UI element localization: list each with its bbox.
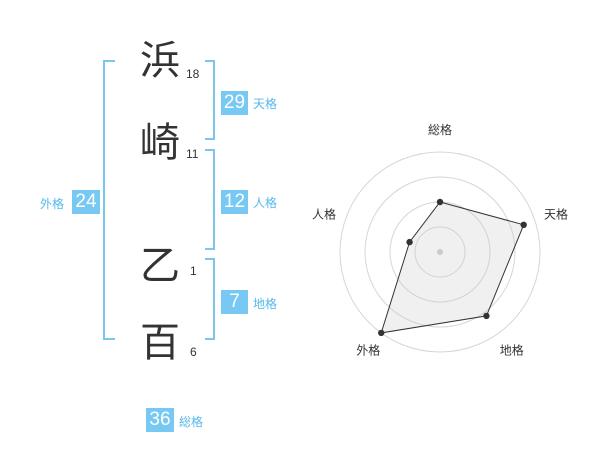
radar-axis-label: 外格: [356, 343, 380, 358]
gaikaku-bracket: [103, 60, 115, 340]
radar-center-dot: [437, 249, 443, 255]
tenkaku-label: 天格: [253, 97, 278, 111]
tenkaku-value: 29: [221, 91, 248, 115]
radar-point-3: [483, 312, 490, 320]
radar-axis-label: 総格: [428, 122, 452, 137]
chikaku-bracket: [205, 258, 215, 340]
radar-grid-ring: [414, 226, 466, 278]
gaikaku-label: 外格: [40, 197, 65, 211]
radar-axis-label: 地格: [500, 343, 524, 358]
soukaku-value: 36: [146, 408, 174, 432]
soukaku-label: 総格: [179, 415, 204, 429]
radar-grid-ring: [364, 176, 516, 328]
chikaku-label: 地格: [253, 297, 278, 311]
name-char-4: 百: [140, 320, 180, 366]
radar-axis-label: 天格: [544, 206, 568, 221]
radar-point-5: [406, 238, 413, 246]
stroke-count-4: 6: [190, 345, 197, 359]
chikaku-value: 7: [221, 290, 248, 314]
name-char-2: 崎: [140, 120, 180, 166]
radar-axis-label: 人格: [312, 206, 336, 221]
radar-point-2: [520, 221, 527, 229]
radar-data-polygon: [380, 201, 525, 334]
stroke-count-2: 11: [186, 147, 199, 161]
radar-grid-ring: [339, 151, 541, 353]
tenkaku-bracket: [205, 60, 215, 140]
stroke-count-1: 18: [186, 67, 200, 81]
jinkaku-label: 人格: [253, 196, 278, 210]
jinkaku-value: 12: [221, 190, 248, 214]
name-char-1: 浜: [140, 38, 180, 84]
radar-point-1: [436, 198, 444, 206]
gaikaku-value: 24: [72, 190, 100, 214]
stroke-count-3: 1: [190, 264, 197, 278]
name-char-3: 乙: [140, 243, 180, 289]
radar-point-4: [378, 329, 385, 337]
jinkaku-bracket: [205, 149, 215, 250]
